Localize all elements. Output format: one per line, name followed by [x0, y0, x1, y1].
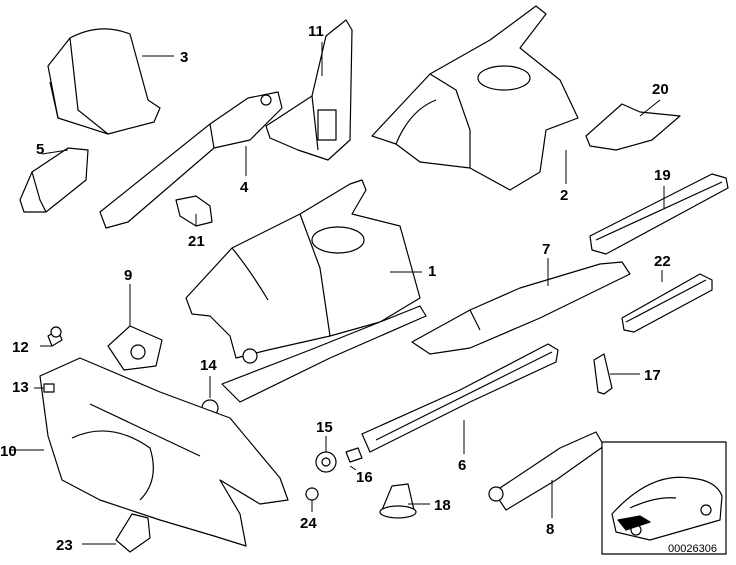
- part-10-front-carrier[interactable]: [39, 357, 289, 547]
- callout-8: 8: [546, 521, 554, 538]
- callout-12: 12: [12, 339, 29, 356]
- callout-16: 16: [356, 469, 373, 486]
- part-20-plate[interactable]: [585, 103, 681, 151]
- callout-9: 9: [124, 267, 132, 284]
- part-24-nut[interactable]: [305, 487, 319, 501]
- vehicle-locator-inset: [601, 441, 727, 555]
- callout-1: 1: [428, 263, 436, 280]
- part-8-rear-member[interactable]: [488, 431, 605, 511]
- callout-23: 23: [56, 537, 73, 554]
- part-11-inner-panel[interactable]: [265, 19, 353, 161]
- callout-22: 22: [654, 253, 671, 270]
- callout-13: 13: [12, 379, 29, 396]
- part-17-post[interactable]: [593, 353, 613, 395]
- part-16-clip[interactable]: [345, 447, 363, 463]
- callout-labels: 1 2 3 4 5 6 7 8 9 10 11 12 13 14 15 16 1…: [0, 23, 717, 555]
- part-19-rail[interactable]: [589, 173, 729, 255]
- part-9-plate[interactable]: [107, 325, 163, 371]
- callout-6: 6: [458, 457, 466, 474]
- callout-15: 15: [316, 419, 333, 436]
- part-23-mount[interactable]: [115, 513, 151, 553]
- callout-21: 21: [188, 233, 205, 250]
- leader-lines: [10, 42, 665, 545]
- callout-20: 20: [652, 81, 669, 98]
- part-12-bolt[interactable]: [47, 326, 63, 347]
- part-15-ring[interactable]: [315, 451, 337, 473]
- part-1-wheelhouse-left[interactable]: [185, 179, 421, 364]
- part-7-floor-member[interactable]: [411, 261, 631, 355]
- callout-17: 17: [644, 367, 661, 384]
- callout-2: 2: [560, 187, 568, 204]
- callout-18: 18: [434, 497, 451, 514]
- part-22-rail[interactable]: [621, 273, 713, 333]
- part-5-bracket[interactable]: [19, 147, 89, 213]
- callout-24: 24: [300, 515, 317, 532]
- callout-10: 10: [0, 443, 17, 460]
- callout-11: 11: [308, 23, 324, 40]
- part-21-small-bracket[interactable]: [175, 195, 213, 227]
- callout-3: 3: [180, 49, 188, 66]
- part-13-clip[interactable]: [43, 383, 55, 393]
- part-6-lower-member[interactable]: [361, 343, 559, 453]
- reference-number: 00026306: [668, 543, 717, 555]
- part-4-side-member[interactable]: [99, 91, 283, 229]
- callout-14: 14: [200, 357, 217, 374]
- part-3-wheel-arch-cover[interactable]: [47, 28, 161, 135]
- part-2-wheelhouse-right[interactable]: [371, 5, 579, 191]
- callout-4: 4: [240, 179, 249, 196]
- callout-19: 19: [654, 167, 671, 184]
- part-18-grommet[interactable]: [379, 483, 417, 519]
- callout-7: 7: [542, 241, 550, 258]
- callout-5: 5: [36, 141, 44, 158]
